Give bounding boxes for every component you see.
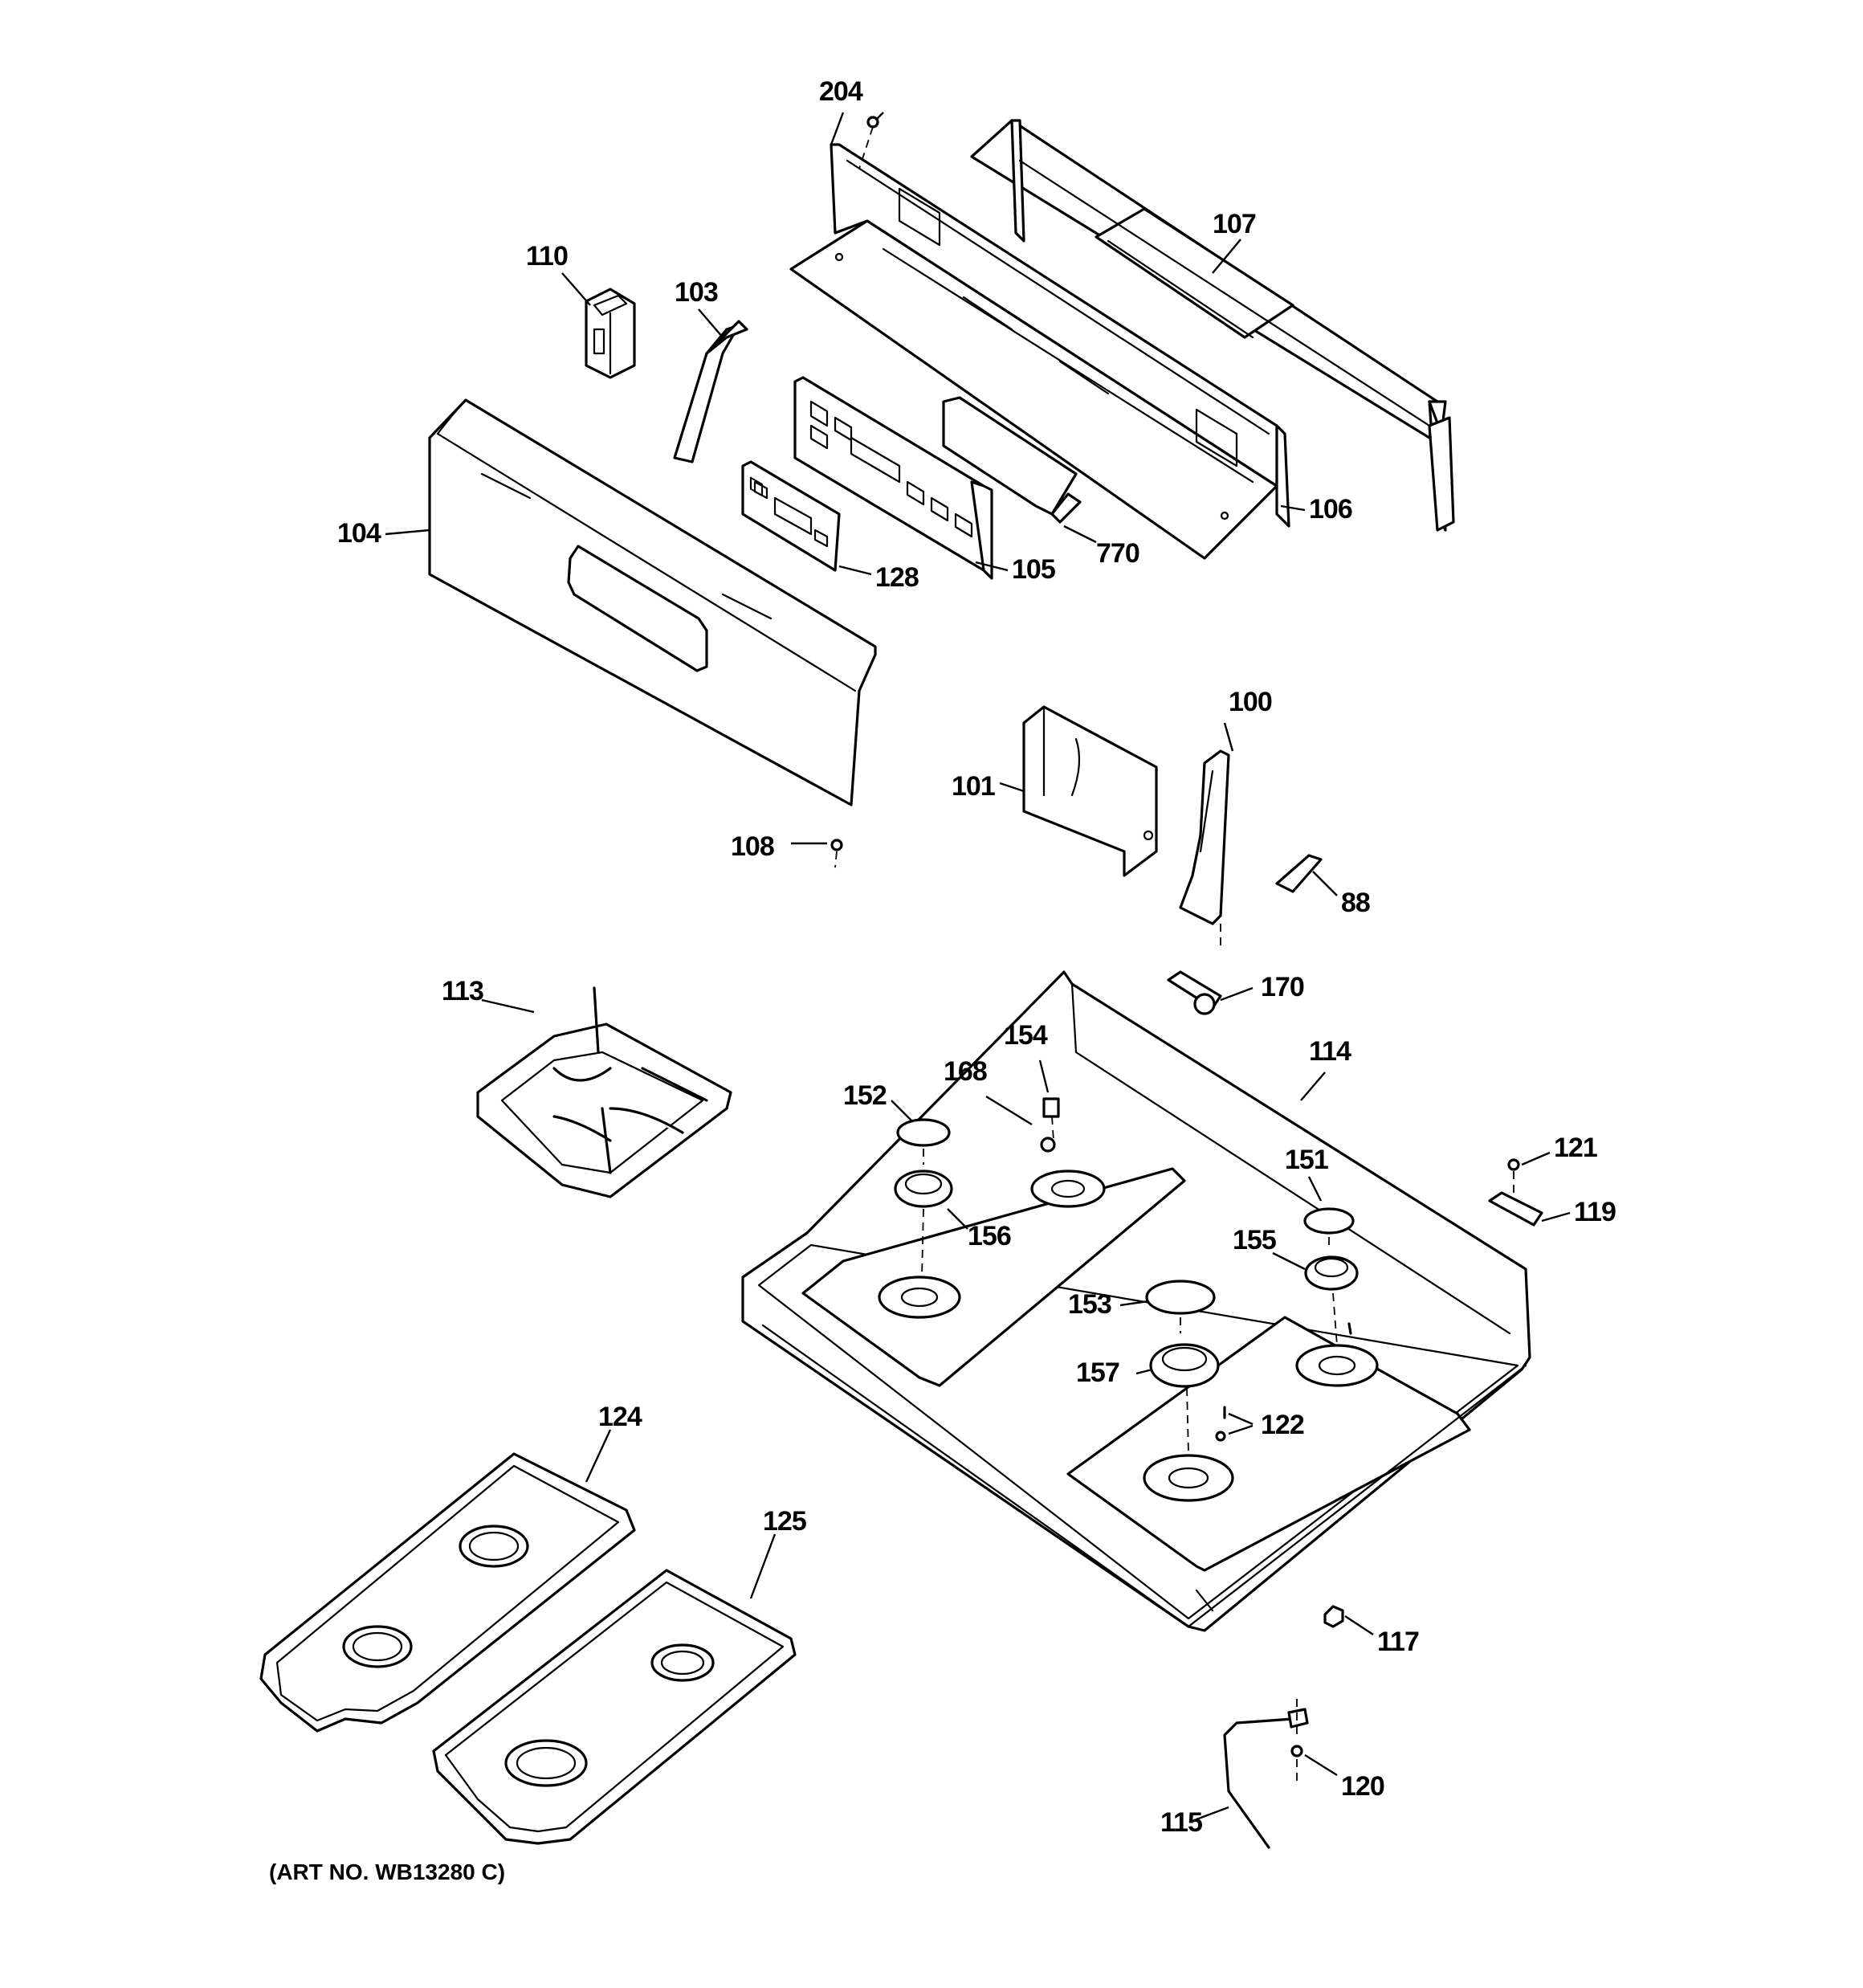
- callout-125: 125: [763, 1506, 806, 1537]
- part-168-screw: [1040, 1137, 1056, 1153]
- part-170-screw: [1167, 970, 1222, 1015]
- callout-155: 155: [1233, 1225, 1276, 1255]
- part-155-burner-head: [1304, 1255, 1359, 1346]
- callout-104: 104: [337, 518, 381, 549]
- part-103-strap: [673, 320, 748, 463]
- part-101-manifold-bracket: [1022, 705, 1158, 877]
- art-number: (ART NO. WB13280 C): [269, 1859, 505, 1884]
- callout-103: 103: [675, 277, 718, 308]
- callout-168: 168: [944, 1056, 987, 1087]
- part-153-burner-cap: [1145, 1280, 1216, 1333]
- callout-117: 117: [1377, 1627, 1419, 1657]
- callout-770: 770: [1096, 538, 1139, 569]
- callout-107: 107: [1213, 209, 1256, 239]
- callout-170: 170: [1261, 972, 1304, 1002]
- callout-108: 108: [731, 831, 774, 862]
- callout-122: 122: [1261, 1410, 1304, 1440]
- callout-157: 157: [1076, 1357, 1119, 1388]
- part-156-burner-head: [894, 1170, 953, 1278]
- part-107-rear-panel: [970, 119, 1455, 532]
- part-108-screw: [830, 839, 843, 868]
- part-115-rod: [1223, 1708, 1309, 1849]
- burner-base-left-front: [878, 1276, 961, 1319]
- part-128-display-board: [741, 460, 841, 572]
- callout-110: 110: [526, 241, 568, 271]
- callout-128: 128: [875, 562, 919, 593]
- part-122-screw: [1215, 1322, 1352, 1442]
- callout-106: 106: [1309, 494, 1352, 525]
- callout-115: 115: [1160, 1807, 1202, 1838]
- callout-153: 153: [1068, 1289, 1111, 1320]
- callout-88: 88: [1341, 888, 1370, 918]
- part-154-orifice: [1042, 1097, 1060, 1141]
- burner-base-right-front: [1143, 1454, 1234, 1502]
- callout-100: 100: [1229, 687, 1272, 717]
- part-125-drip-pan: [432, 1569, 797, 1845]
- part-121-screw: [1507, 1158, 1520, 1195]
- callout-204: 204: [819, 76, 863, 107]
- callout-120: 120: [1341, 1771, 1384, 1802]
- callout-119: 119: [1574, 1197, 1616, 1227]
- part-120-screw: [1290, 1699, 1303, 1783]
- callout-121: 121: [1554, 1133, 1597, 1163]
- callout-151: 151: [1285, 1145, 1328, 1175]
- part-119-bracket: [1488, 1191, 1543, 1227]
- burner-base-left-rear: [1030, 1170, 1106, 1208]
- part-117-nut: [1323, 1605, 1344, 1628]
- part-110-bracket: [585, 288, 636, 379]
- callout-105: 105: [1012, 554, 1055, 585]
- part-100-bracket: [1179, 749, 1230, 948]
- part-105-control-board: [793, 376, 993, 580]
- part-88-clip: [1275, 854, 1323, 893]
- part-124-drip-pan: [259, 1452, 636, 1733]
- callout-154: 154: [1004, 1020, 1048, 1051]
- callout-152: 152: [843, 1080, 887, 1111]
- part-770-trim: [942, 396, 1082, 524]
- callout-labels: 204 107 110 103 104 128 105 770 106 100 …: [337, 76, 1616, 1838]
- part-151-burner-cap: [1303, 1207, 1355, 1249]
- leader-lines: [385, 112, 1571, 1821]
- part-204-screw: [858, 112, 884, 169]
- part-152-burner-cap: [896, 1118, 951, 1165]
- callout-101: 101: [952, 771, 995, 802]
- part-104-control-panel: [428, 398, 877, 806]
- callout-114: 114: [1309, 1036, 1351, 1067]
- callout-156: 156: [968, 1221, 1011, 1251]
- burner-base-right-rear: [1295, 1344, 1379, 1387]
- part-106-backguard: [789, 143, 1290, 560]
- part-113-grate: [476, 986, 732, 1198]
- callout-124: 124: [598, 1402, 642, 1432]
- part-114-cooktop: [741, 970, 1531, 1632]
- part-157-burner-head: [1149, 1343, 1220, 1455]
- callout-113: 113: [442, 976, 483, 1006]
